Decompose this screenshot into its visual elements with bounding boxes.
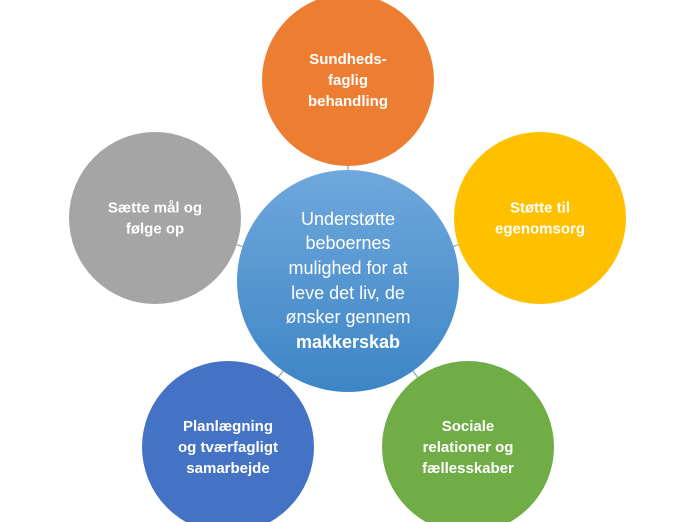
center-line-2: beboernes — [305, 233, 390, 253]
node-circle — [142, 361, 314, 522]
node-label-line: samarbejde — [186, 460, 269, 477]
node-label-line: Sætte mål og — [108, 200, 202, 217]
center-line-5: ønsker gennem — [285, 307, 410, 327]
center-bold-line: makkerskab — [296, 332, 400, 352]
node-label-line: følge op — [126, 221, 184, 238]
node-circle — [69, 132, 241, 304]
node-label-line: fællesskaber — [422, 460, 514, 477]
node-saette: Sætte mål og følge op — [69, 132, 241, 304]
node-label-line: Sundheds- — [309, 51, 387, 68]
connector-planlaegning — [277, 370, 284, 378]
center-line-1: Understøtte — [301, 209, 395, 229]
node-label-line: og tværfagligt — [178, 439, 278, 456]
node-stotte: Støtte til egenomsorg — [454, 132, 626, 304]
node-label-line: egenomsorg — [495, 221, 585, 238]
node-label-line: Planlægning — [183, 418, 273, 435]
center-line-4: leve det liv, de — [291, 283, 405, 303]
node-circle — [382, 361, 554, 522]
node-circle — [262, 0, 434, 166]
node-sociale: Sociale relationer og fællesskaber — [382, 361, 554, 522]
node-circle — [454, 132, 626, 304]
node-sundhedsfaglig: Sundheds-faglig behandling — [262, 0, 434, 166]
node-label-line: Støtte til — [510, 200, 570, 217]
node-label-line: faglig — [328, 72, 368, 89]
connector-stotte — [453, 244, 459, 248]
node-label-line: behandling — [308, 93, 388, 110]
center-node: Understøtte beboernes mulighed for at le… — [237, 170, 459, 392]
connector-saette — [236, 243, 243, 248]
node-label-line: relationer og — [423, 439, 514, 456]
node-planlaegning: Planlægning og tværfagligt samarbejde — [142, 361, 314, 522]
center-line-3: mulighed for at — [288, 258, 407, 278]
connectors — [236, 166, 459, 378]
node-label-line: Sociale — [442, 418, 495, 435]
connector-sociale — [412, 370, 419, 378]
